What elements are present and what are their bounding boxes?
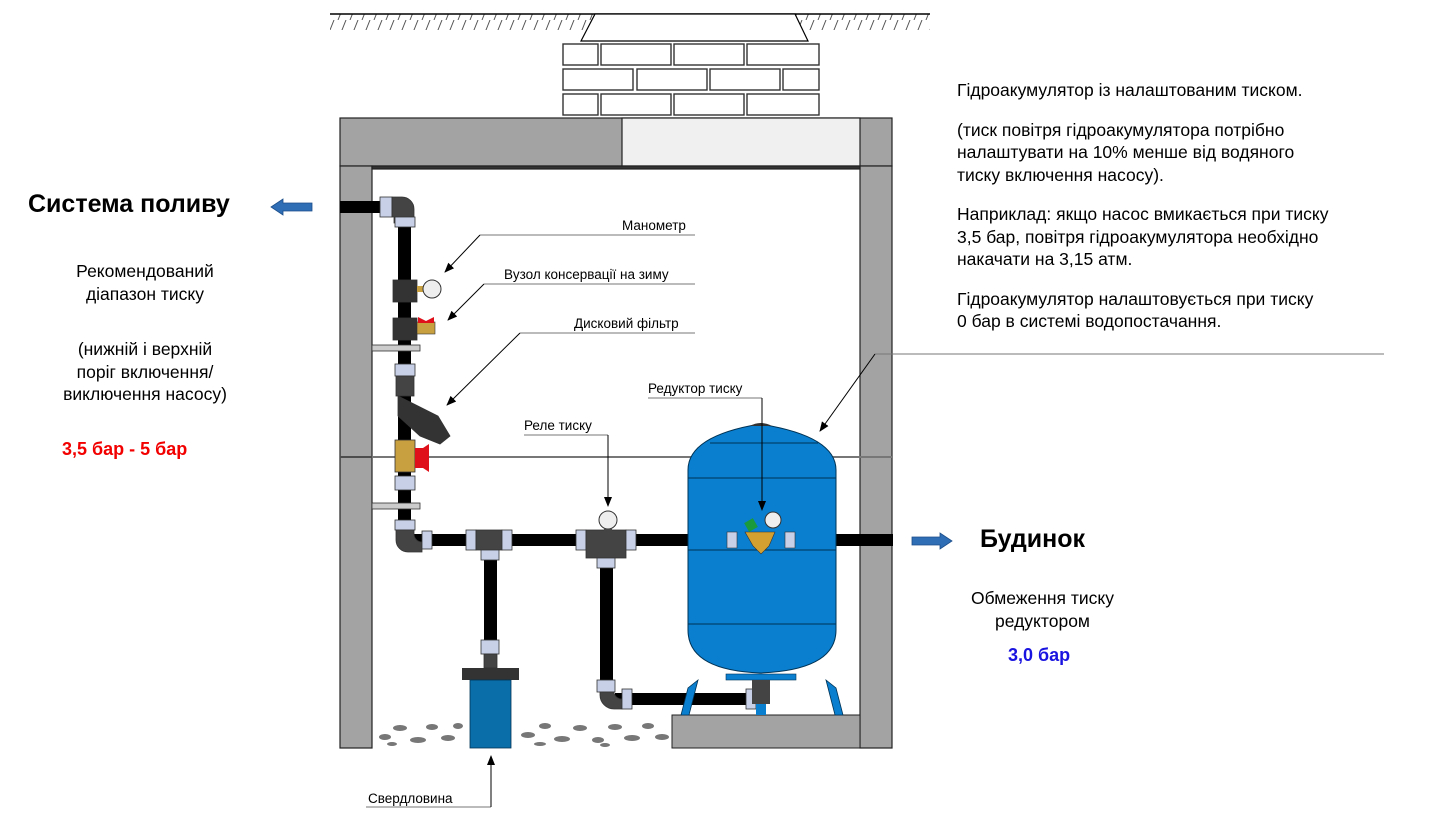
callout-manometer: Манометр — [622, 218, 686, 233]
tank-plinth — [671, 714, 861, 749]
recommended-line-2: діапазон тиску — [85, 283, 205, 304]
accumulator-note-line-6: 3,5 бар, повітря гідроакумулятора необхі… — [957, 226, 1319, 247]
recommended-range-label: Рекомендований діапазон тиску — [30, 260, 260, 305]
recommended-line-1: Рекомендований — [76, 261, 214, 281]
callout-disc-filter: Дисковий фільтр — [574, 316, 679, 331]
callout-leaders — [366, 234, 1384, 808]
winter-drain-valve — [416, 317, 436, 335]
irrigation-system-title: Система поливу — [28, 190, 230, 218]
accumulator-note-line-5: Наприклад: якщо насос вмикається при тис… — [957, 204, 1329, 224]
accumulator-note-line-9: 0 бар в системі водопостачання. — [957, 311, 1222, 331]
hatch-cover — [580, 13, 809, 42]
accumulator-note: Гідроакумулятор із налаштованим тиском. … — [957, 79, 1329, 333]
pressure-switch-gauge — [598, 510, 618, 533]
borehole-casing — [462, 668, 519, 749]
reducer-limit-label: Обмеження тиску редуктором — [950, 587, 1135, 632]
accumulator-note-line-8: Гідроакумулятор налаштовується при тиску — [957, 288, 1314, 309]
callout-winter-valve: Вузол консервації на зиму — [504, 267, 669, 282]
pressure-range-value: 3,5 бар - 5 бар — [62, 439, 188, 459]
accumulator-note-line-1: Гідроакумулятор із налаштованим тиском. — [957, 80, 1303, 100]
chamber-walls — [339, 117, 893, 749]
callout-borehole: Свердловина — [368, 791, 453, 806]
arrow-right-house-icon — [911, 532, 953, 550]
pipe-fittings — [371, 196, 757, 710]
manometer-gauge — [417, 279, 442, 299]
accumulator-note-line-3: налаштувати на 10% менше від водяного — [957, 142, 1295, 162]
callout-pressure-switch: Реле тиску — [524, 418, 592, 433]
threshold-note-line-1: (нижній і верхній — [77, 339, 213, 359]
accumulator-note-line-2: (тиск повітря гідроакумулятора потрібно — [957, 119, 1285, 140]
arrow-left-irrigation-icon — [270, 198, 313, 216]
callout-pressure-reducer: Редуктор тиску — [648, 381, 743, 396]
reducer-limit-value: 3,0 бар — [1008, 645, 1071, 665]
house-title: Будинок — [980, 525, 1086, 553]
reducer-limit-line-1: Обмеження тиску — [970, 588, 1115, 608]
brick-neck — [562, 43, 820, 116]
ground-surface — [330, 13, 930, 42]
gravel-bed — [379, 723, 669, 747]
pressure-reducer — [726, 511, 796, 555]
ball-valve-handle — [415, 444, 429, 472]
accumulator-note-line-4: тиску включення насосу). — [957, 164, 1164, 185]
threshold-note-line-3: виключення насосу) — [63, 384, 227, 404]
reducer-limit-line-2: редуктором — [995, 610, 1090, 631]
threshold-note: (нижній і верхній поріг включення/ виклю… — [30, 338, 260, 406]
accumulator-note-line-7: накачати на 3,15 атм. — [957, 249, 1133, 269]
threshold-note-line-2: поріг включення/ — [76, 361, 214, 382]
